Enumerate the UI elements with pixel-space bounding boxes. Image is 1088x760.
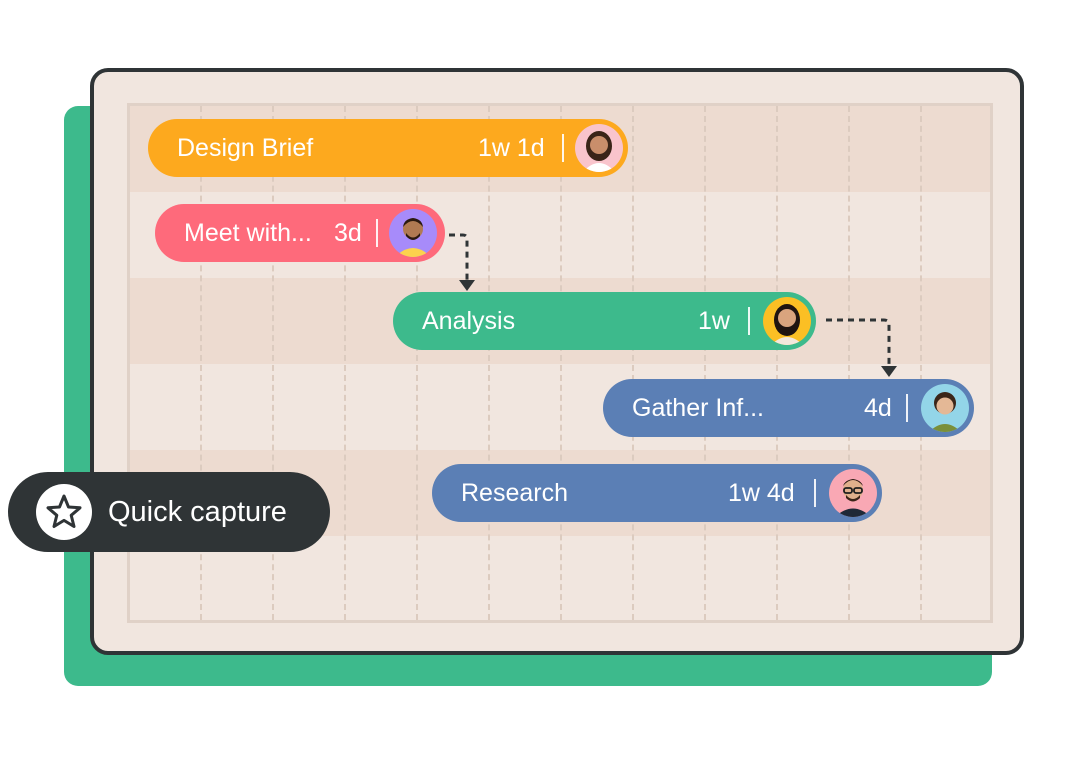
quick-capture-label: Quick capture <box>108 496 287 528</box>
man-avatar <box>829 469 877 517</box>
timeline-grid <box>127 103 993 623</box>
separator <box>562 134 564 162</box>
task-name: Design Brief <box>177 134 314 162</box>
man-avatar <box>389 209 437 257</box>
grid-line <box>776 106 778 620</box>
grid-line <box>200 106 202 620</box>
task-duration: 1w 4d <box>728 479 795 507</box>
grid-line <box>344 106 346 620</box>
task-duration: 3d <box>334 219 362 247</box>
grid-line <box>848 106 850 620</box>
quick-capture-button[interactable]: Quick capture <box>8 472 330 552</box>
grid-line <box>272 106 274 620</box>
separator <box>376 219 378 247</box>
task-bar-gather-info[interactable]: Gather Inf... 4d <box>603 379 974 437</box>
task-duration: 4d <box>864 394 892 422</box>
task-name: Analysis <box>422 307 516 335</box>
grid-line <box>704 106 706 620</box>
woman-avatar <box>763 297 811 345</box>
separator <box>906 394 908 422</box>
woman-avatar <box>575 124 623 172</box>
task-bar-design-brief[interactable]: Design Brief 1w 1d <box>148 119 628 177</box>
grid-line <box>488 106 490 620</box>
dependency-arrow <box>449 233 475 291</box>
task-name: Gather Inf... <box>632 394 765 422</box>
separator <box>814 479 816 507</box>
task-duration: 1w <box>698 307 730 335</box>
task-name: Research <box>461 479 568 507</box>
separator <box>748 307 750 335</box>
task-bar-meet-with[interactable]: Meet with... 3d <box>155 204 445 262</box>
star-icon <box>36 484 92 540</box>
task-bar-research[interactable]: Research 1w 4d <box>432 464 882 522</box>
grid-line <box>632 106 634 620</box>
grid-line <box>920 106 922 620</box>
task-bar-analysis[interactable]: Analysis 1w <box>393 292 816 350</box>
task-name: Meet with... <box>184 219 312 247</box>
dependency-arrow <box>826 318 897 377</box>
woman-avatar <box>921 384 969 432</box>
task-duration: 1w 1d <box>478 134 545 162</box>
grid-line <box>560 106 562 620</box>
grid-line <box>416 106 418 620</box>
